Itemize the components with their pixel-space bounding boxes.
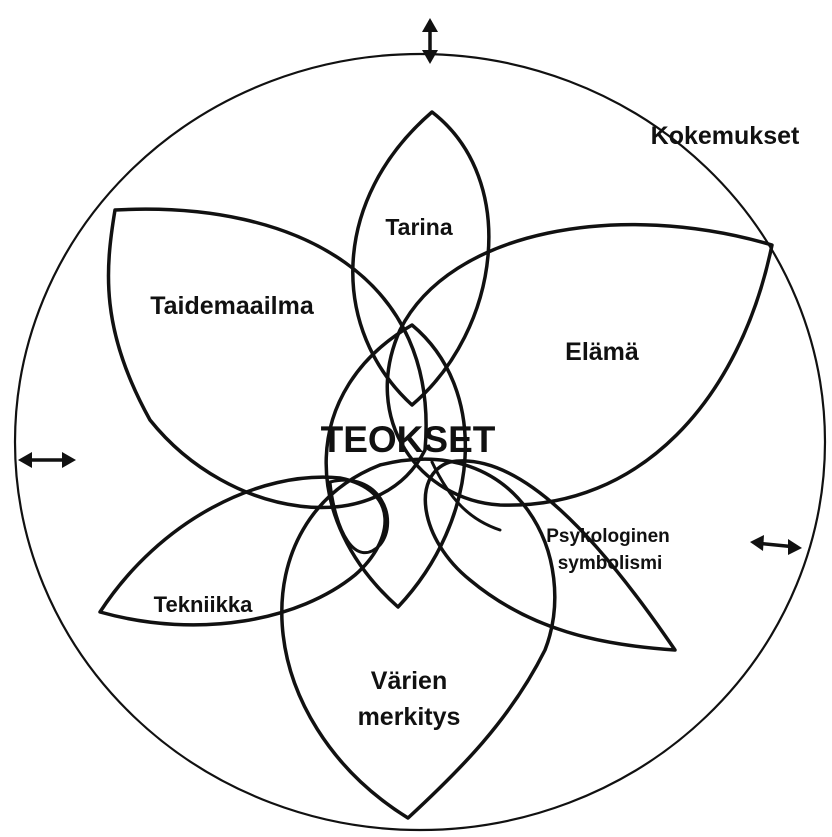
petal-label-varien-2: merkitys [358,703,461,731]
outer-label: Kokemukset [651,122,800,150]
inner-loop-right [432,462,500,530]
petal-taidemaailma [108,209,426,507]
petal-label-elama: Elämä [565,338,639,366]
up-down-arrow-icon [422,18,438,64]
petal-tarina [353,112,489,405]
left-right-arrow-icon [750,535,802,555]
petal-label-taidemaailma: Taidemaailma [150,292,315,320]
petal-label-tarina: Tarina [385,214,453,240]
left-right-arrow-icon [18,452,76,468]
petal-label-psykologinen-2: symbolismi [558,553,663,574]
petal-varien-merkitys [282,459,555,818]
petal-label-tekniikka: Tekniikka [154,592,253,617]
petal-label-psykologinen-1: Psykologinen [546,526,670,547]
center-label: TEOKSET [321,419,496,460]
petal-label-varien-1: Värien [371,667,447,695]
